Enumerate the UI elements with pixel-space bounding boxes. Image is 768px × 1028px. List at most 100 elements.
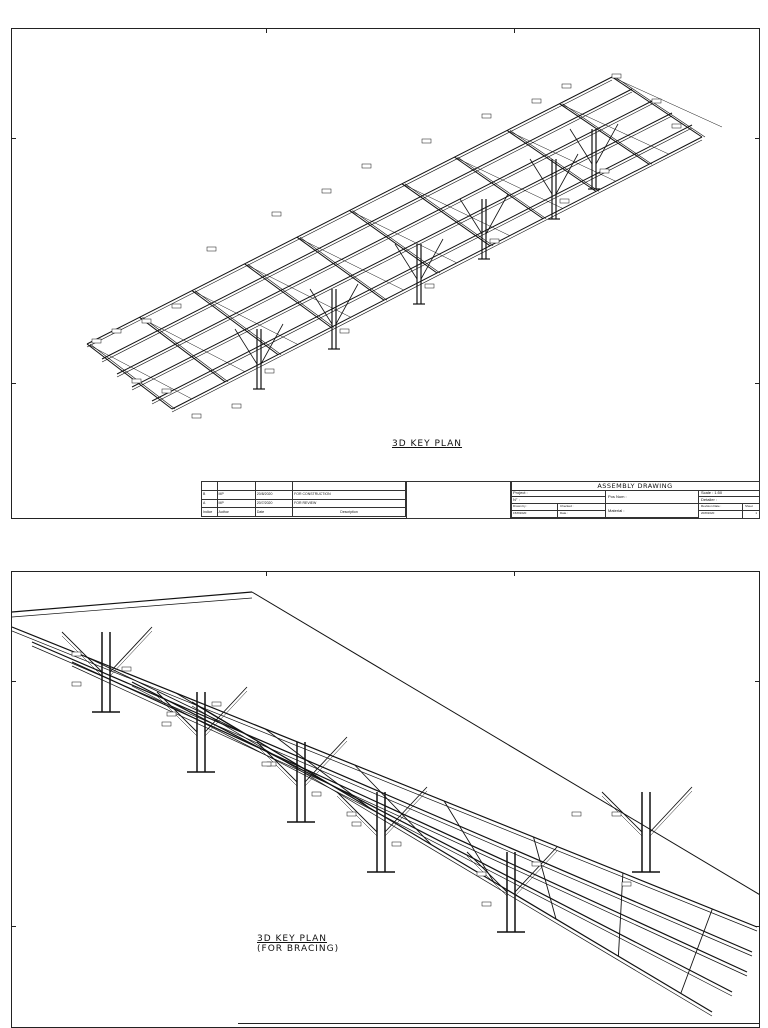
- structure-member: [611, 76, 723, 128]
- structure-member: [601, 795, 643, 837]
- structure-member: [466, 851, 508, 893]
- drawn-by-field: Drawn by :: [511, 504, 558, 511]
- structure-member: [595, 123, 619, 165]
- member-tag: [481, 901, 492, 907]
- number-field: N° :: [511, 497, 606, 504]
- structure-member: [151, 124, 693, 402]
- key-plan-title: 3D KEY PLAN: [392, 439, 463, 449]
- structure-member: [485, 193, 509, 235]
- structure-member: [562, 103, 653, 165]
- structure-member: [101, 88, 633, 360]
- member-tag: [171, 303, 182, 309]
- revision-header-description: Description: [292, 507, 406, 517]
- member-tag: [424, 283, 435, 289]
- structure-member: [555, 153, 579, 195]
- member-tag: [621, 881, 632, 887]
- structure-member: [614, 76, 706, 138]
- revision-header-index: Indice: [201, 507, 218, 517]
- date-value: 15/8/2020: [511, 511, 558, 518]
- revision-author: [216, 481, 256, 491]
- member-tag: [476, 871, 487, 877]
- structure-member: [335, 283, 359, 325]
- structure-member: [454, 156, 564, 209]
- member-tag: [531, 861, 542, 867]
- title-block: ASSEMBLY DRAWING Project : N° : Drawn by…: [510, 481, 760, 519]
- structure-member: [394, 243, 418, 280]
- revision-description: FOR CONSTRUCTION: [292, 489, 406, 500]
- structure-member: [71, 665, 748, 977]
- structure-member: [354, 764, 432, 845]
- member-tag: [131, 378, 142, 384]
- checked-field: Checked :: [558, 504, 606, 511]
- structure-member: [649, 786, 693, 833]
- member-tag: [599, 168, 610, 174]
- structure-member: [299, 236, 388, 301]
- structure-member: [131, 681, 733, 993]
- border-tick: [11, 383, 16, 384]
- structure-member: [559, 103, 670, 155]
- border-tick: [755, 383, 760, 384]
- structure-member: [349, 210, 458, 264]
- structure-member: [384, 790, 428, 837]
- drawing-sheet-2: 3D KEY PLAN (FOR BRACING): [11, 571, 760, 1028]
- project-field: Project :: [511, 490, 606, 497]
- structure-member: [12, 597, 253, 618]
- member-tag: [561, 83, 572, 89]
- revision-header-date: Date: [254, 507, 294, 517]
- structure-member: [459, 198, 483, 235]
- member-tag: [361, 163, 372, 169]
- structure-member: [352, 210, 441, 274]
- revision-date: 20/7/2020: [254, 498, 294, 509]
- member-tag: [489, 238, 500, 244]
- bracing-title-line1: 3D KEY PLAN: [257, 934, 328, 944]
- structure-member: [617, 872, 624, 957]
- member-tag: [391, 841, 402, 847]
- structure-member: [86, 343, 193, 400]
- member-tag: [121, 666, 132, 672]
- bracing-structure-drawing: [12, 591, 759, 1017]
- structure-member: [191, 290, 279, 356]
- date-field: Date :: [558, 511, 606, 518]
- structure-member: [296, 236, 405, 291]
- structure-member: [336, 791, 378, 833]
- structure-member: [514, 850, 558, 897]
- border-tick: [755, 138, 760, 139]
- structure-member: [384, 786, 428, 833]
- structure-member: [401, 183, 511, 237]
- member-tag: [611, 73, 622, 79]
- structure-member: [12, 630, 758, 932]
- structure-member: [131, 112, 673, 388]
- structure-member: [443, 800, 494, 883]
- border-tick: [514, 28, 515, 33]
- structure-member: [31, 641, 753, 953]
- structure-member: [404, 183, 494, 247]
- member-tag: [611, 811, 622, 817]
- structure-member: [156, 695, 198, 737]
- structure-member: [401, 183, 491, 247]
- member-tag: [111, 328, 122, 334]
- revision-date: 20/8/2020: [254, 489, 294, 500]
- structure-member: [559, 103, 650, 165]
- structure-member: [514, 846, 558, 893]
- structure-member: [529, 158, 553, 195]
- structure-member: [420, 238, 444, 280]
- member-tag: [271, 211, 282, 217]
- structure-member: [304, 740, 348, 787]
- revision-table: B MP 20/8/2020 FOR CONSTRUCTION A MP 20/…: [201, 481, 406, 517]
- revision-index: A: [201, 498, 218, 509]
- structure-member: [611, 76, 703, 138]
- member-tag: [321, 188, 332, 194]
- structure-member: [86, 656, 245, 734]
- structure-member: [247, 263, 335, 328]
- member-tag: [671, 123, 682, 129]
- member-tag: [261, 761, 272, 767]
- pos-num-field: Pos Num :: [606, 490, 699, 504]
- member-tag: [191, 413, 202, 419]
- sheet-value: 1: [755, 511, 757, 515]
- revision-date: [254, 481, 294, 491]
- structure-member: [109, 626, 153, 673]
- structure-member: [191, 705, 713, 1017]
- revision-description: FOR REVIEW: [292, 498, 406, 509]
- structure-member: [244, 263, 332, 328]
- structure-member: [151, 127, 693, 405]
